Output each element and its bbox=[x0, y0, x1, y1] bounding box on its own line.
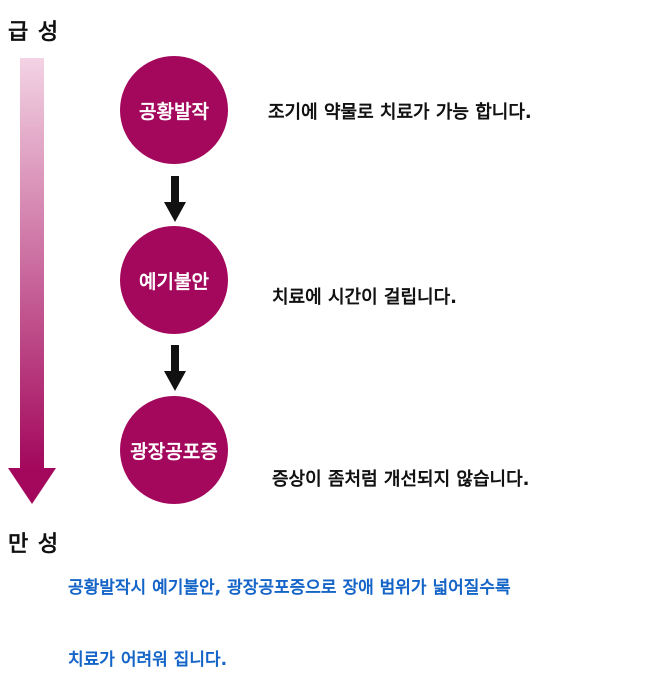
progression-arrow bbox=[8, 58, 56, 504]
stage-label: 광장공포증 bbox=[130, 440, 218, 463]
stage-label: 공황발작 bbox=[139, 100, 209, 123]
stage-description: 증상이 좀처럼 개선되지 않습니다. bbox=[272, 469, 530, 490]
stage-circle-panic-attack: 공황발작 bbox=[120, 56, 228, 164]
stage-label: 예기불안 bbox=[139, 270, 209, 293]
stage-circle-anticipatory-anxiety: 예기불안 bbox=[120, 226, 228, 334]
acute-heading: 급 성 bbox=[8, 20, 60, 45]
down-arrow-icon bbox=[164, 176, 186, 222]
stage-circle-agoraphobia: 광장공포증 bbox=[120, 396, 228, 504]
stage-description: 조기에 약물로 치료가 가능 합니다. bbox=[268, 102, 532, 123]
summary-note-line-1: 공황발작시 예기불안, 광장공포증으로 장애 범위가 넓어질수록 bbox=[68, 578, 511, 598]
down-arrow-icon bbox=[164, 345, 186, 391]
summary-note-line-2: 치료가 어려워 집니다. bbox=[68, 650, 228, 670]
chronic-heading: 만 성 bbox=[8, 532, 60, 557]
stage-description: 치료에 시간이 걸립니다. bbox=[272, 287, 457, 308]
